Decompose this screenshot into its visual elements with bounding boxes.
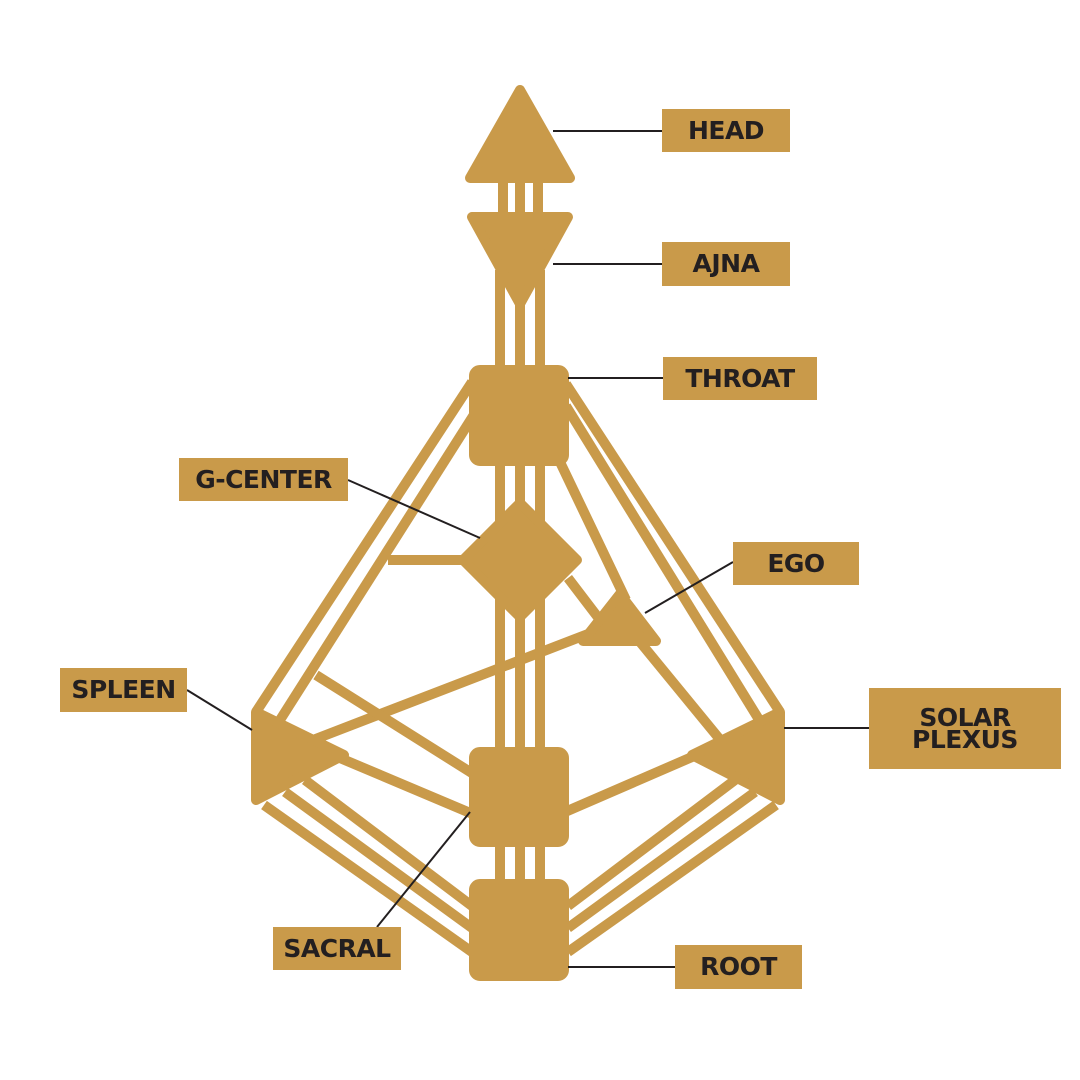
channel-spleen-sacral [313,670,478,780]
label-throat-text: THROAT [685,363,795,393]
ajna-center [467,212,573,309]
channel-throat-ego [555,459,631,603]
label-ego: EGO [733,542,859,585]
channel-g-ego [564,574,604,624]
spleen-center [251,707,349,805]
channel-throat-solar [561,381,785,715]
channel-throat-spleen [251,379,477,715]
label-spleen: SPLEEN [60,668,187,712]
label-solar-plexus-text-2: PLEXUS [912,724,1018,754]
channel-throat-spleen [275,399,487,723]
label-g-center-text: G-CENTER [195,464,332,494]
connector-lines [186,130,869,968]
channel-throat-solar [561,403,763,721]
channel-solar-root [564,776,739,910]
label-root-text: ROOT [700,952,777,981]
connector-g-center [347,479,481,539]
channel-spleen-root [301,776,476,910]
sacral-center [469,747,569,847]
ego-center [578,589,661,646]
channel-spleen-sacral [338,753,477,820]
root-center [469,879,569,981]
label-solar-plexus-text-1: SOLAR [919,702,1011,732]
connector-ego [644,561,734,614]
channel-spleen-root [282,787,475,933]
label-throat: THROAT [663,357,817,400]
head-center [465,85,575,183]
throat-center [469,365,569,466]
label-root: ROOT [675,945,802,989]
label-sacral-text: SACRAL [283,933,391,963]
label-ajna: AJNA [662,242,790,286]
label-ajna-text: AJNA [692,249,760,278]
solar-plexus-center [687,707,785,805]
channel-ego-solar [636,638,726,746]
channel-solar-root [565,800,779,957]
label-g-center: G-CENTER [179,458,348,501]
connector-spleen [186,689,253,731]
g-center [458,498,582,622]
label-spleen-text: SPLEEN [71,675,176,704]
label-head: HEAD [662,109,790,152]
channel-solar-root [565,787,758,933]
label-ego-text: EGO [767,548,825,578]
channel-sacral-solar [563,752,694,817]
channel-ego-spleen [298,629,590,750]
centers [251,85,785,981]
connector-sacral [376,811,471,928]
channel-spleen-root [261,800,475,957]
label-sacral: SACRAL [273,927,401,970]
label-head-text: HEAD [687,115,765,145]
